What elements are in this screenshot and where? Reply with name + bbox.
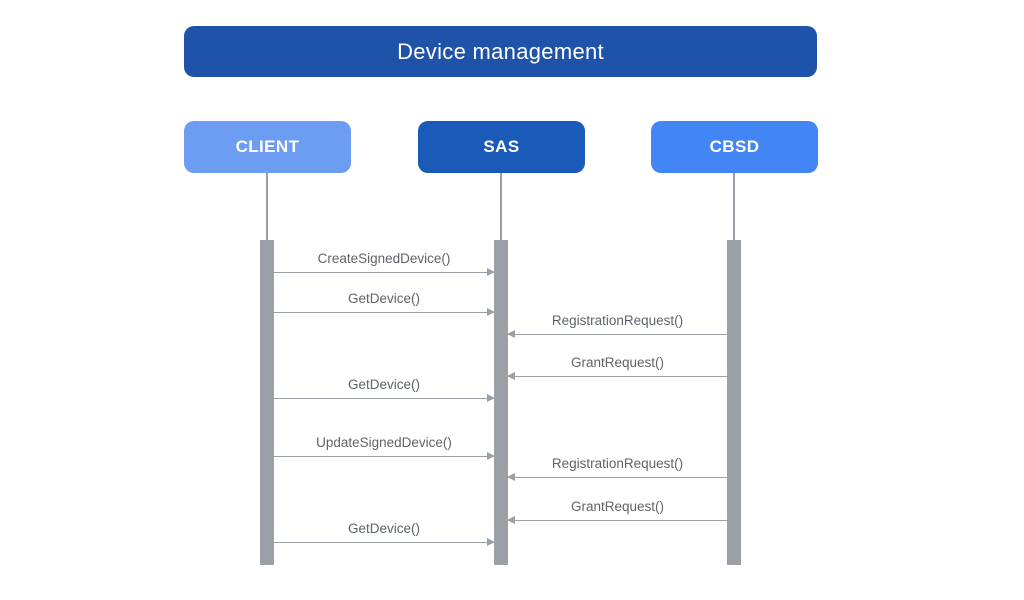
- arrowhead-left-icon: [507, 516, 515, 525]
- message-grant-request-1: GrantRequest(): [507, 351, 727, 381]
- actor-sas: SAS: [418, 121, 585, 173]
- arrow-line: [274, 538, 495, 547]
- message-label: GetDevice(): [347, 291, 420, 306]
- arrowhead-right-icon: [487, 308, 495, 317]
- diagram-title-banner: Device management: [184, 26, 817, 77]
- message-label: GrantRequest(): [570, 355, 665, 370]
- arrowhead-left-icon: [507, 473, 515, 482]
- activation-bar-cbsd: [727, 240, 741, 565]
- actor-cbsd-label: CBSD: [709, 137, 760, 156]
- message-label: RegistrationRequest(): [551, 313, 684, 328]
- actor-sas-label: SAS: [483, 137, 520, 156]
- arrowhead-right-icon: [487, 394, 495, 403]
- message-registration-request-1: RegistrationRequest(): [507, 309, 727, 339]
- actor-cbsd: CBSD: [651, 121, 818, 173]
- message-label: GetDevice(): [347, 377, 420, 392]
- arrow-line: [274, 394, 495, 403]
- arrowhead-left-icon: [507, 330, 515, 339]
- message-label: CreateSignedDevice(): [317, 251, 451, 266]
- message-registration-request-2: RegistrationRequest(): [507, 452, 727, 482]
- message-label: UpdateSignedDevice(): [316, 435, 452, 450]
- activation-bar-sas: [494, 240, 508, 565]
- message-label: GrantRequest(): [570, 499, 665, 514]
- arrowhead-right-icon: [487, 538, 495, 547]
- activation-bar-client: [260, 240, 274, 565]
- arrow-line: [274, 452, 495, 461]
- message-label: GetDevice(): [347, 521, 420, 536]
- arrowhead-left-icon: [507, 372, 515, 381]
- lifeline-cbsd: [733, 173, 735, 240]
- arrowhead-right-icon: [487, 268, 495, 277]
- message-update-signed-device: UpdateSignedDevice(): [274, 431, 495, 461]
- arrow-line: [507, 473, 727, 482]
- diagram-title: Device management: [397, 38, 604, 64]
- arrow-line: [274, 308, 495, 317]
- lifeline-client: [266, 173, 268, 240]
- message-get-device-1: GetDevice(): [274, 287, 495, 317]
- message-create-signed-device: CreateSignedDevice(): [274, 247, 495, 277]
- actor-client-label: CLIENT: [235, 137, 300, 156]
- message-get-device-3: GetDevice(): [274, 517, 495, 547]
- arrow-line: [507, 516, 727, 525]
- arrow-line: [274, 268, 495, 277]
- arrowhead-right-icon: [487, 452, 495, 461]
- message-label: RegistrationRequest(): [551, 456, 684, 471]
- message-get-device-2: GetDevice(): [274, 373, 495, 403]
- actor-client: CLIENT: [184, 121, 351, 173]
- lifeline-sas: [500, 173, 502, 240]
- message-grant-request-2: GrantRequest(): [507, 495, 727, 525]
- arrow-line: [507, 330, 727, 339]
- arrow-line: [507, 372, 727, 381]
